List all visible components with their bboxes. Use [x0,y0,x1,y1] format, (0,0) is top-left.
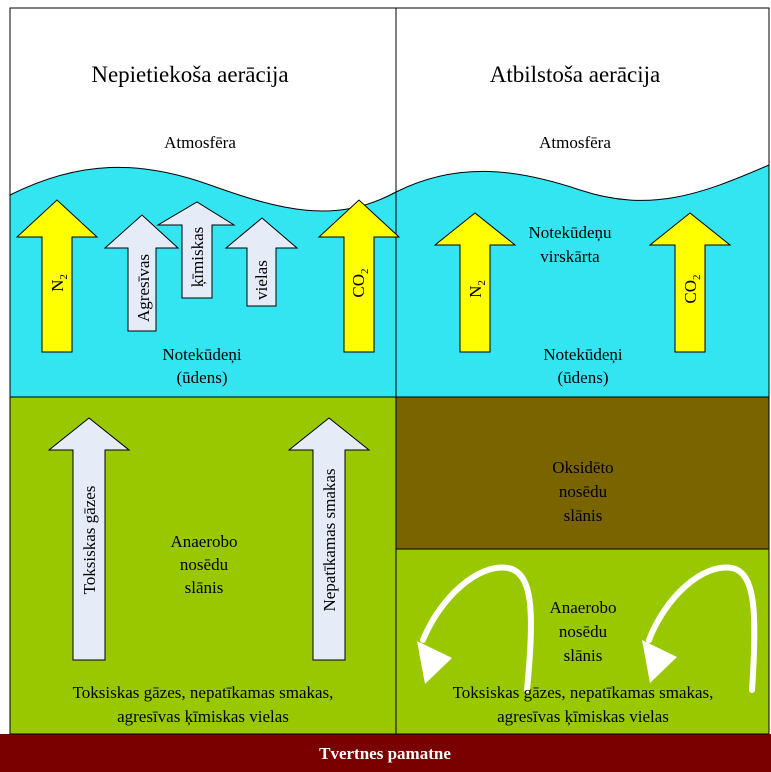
right-bottom-line-2: agresīvas ķīmiskas vielas [497,707,669,726]
oxidized-label-2: nosēdu [559,482,608,501]
left-panel-title: Nepietiekoša aerācija [91,62,288,87]
right-anaerobic-label-2: nosēdu [559,622,608,641]
left-anaerobic-label-3: slānis [185,578,224,597]
toksiskas-gazes-label: Toksiskas gāzes [80,486,99,595]
left-bottom-line-2: agresīvas ķīmiskas vielas [117,707,289,726]
right-surface-label-1: Notekūdeņu [528,223,612,242]
right-anaerobic-label-1: Anaerobo [549,598,616,617]
agresivas-label: Agresīvas [134,254,153,322]
vielas-label: vielas [252,260,271,300]
tank-base-label: Tvertnes pamatne [319,744,451,763]
left-bottom-line-1: Toksiskas gāzes, nepatīkamas smakas, [73,683,334,702]
right-atmosphere-label: Atmosfēra [539,133,611,152]
right-water-label-2: (ūdens) [558,368,609,387]
oxidized-label-3: slānis [564,506,603,525]
left-water-label-1: Notekūdeņi [162,345,242,364]
kimiskas-label: ķīmiskas [188,227,207,287]
right-surface-label-2: virskārta [540,247,600,266]
right-water-label-1: Notekūdeņi [543,345,623,364]
left-anaerobic-label-1: Anaerobo [170,532,237,551]
right-bottom-line-1: Toksiskas gāzes, nepatīkamas smakas, [453,683,714,702]
left-water-label-2: (ūdens) [177,368,228,387]
right-anaerobic-label-3: slānis [564,646,603,665]
left-atmosphere-label: Atmosfēra [164,133,236,152]
nepatikamas-smakas-label: Nepatīkamas smakas [320,468,339,611]
oxidized-label-1: Oksidēto [552,458,613,477]
right-panel-title: Atbilstoša aerācija [490,62,661,87]
left-anaerobic-label-2: nosēdu [180,555,229,574]
water-layer [10,165,769,397]
